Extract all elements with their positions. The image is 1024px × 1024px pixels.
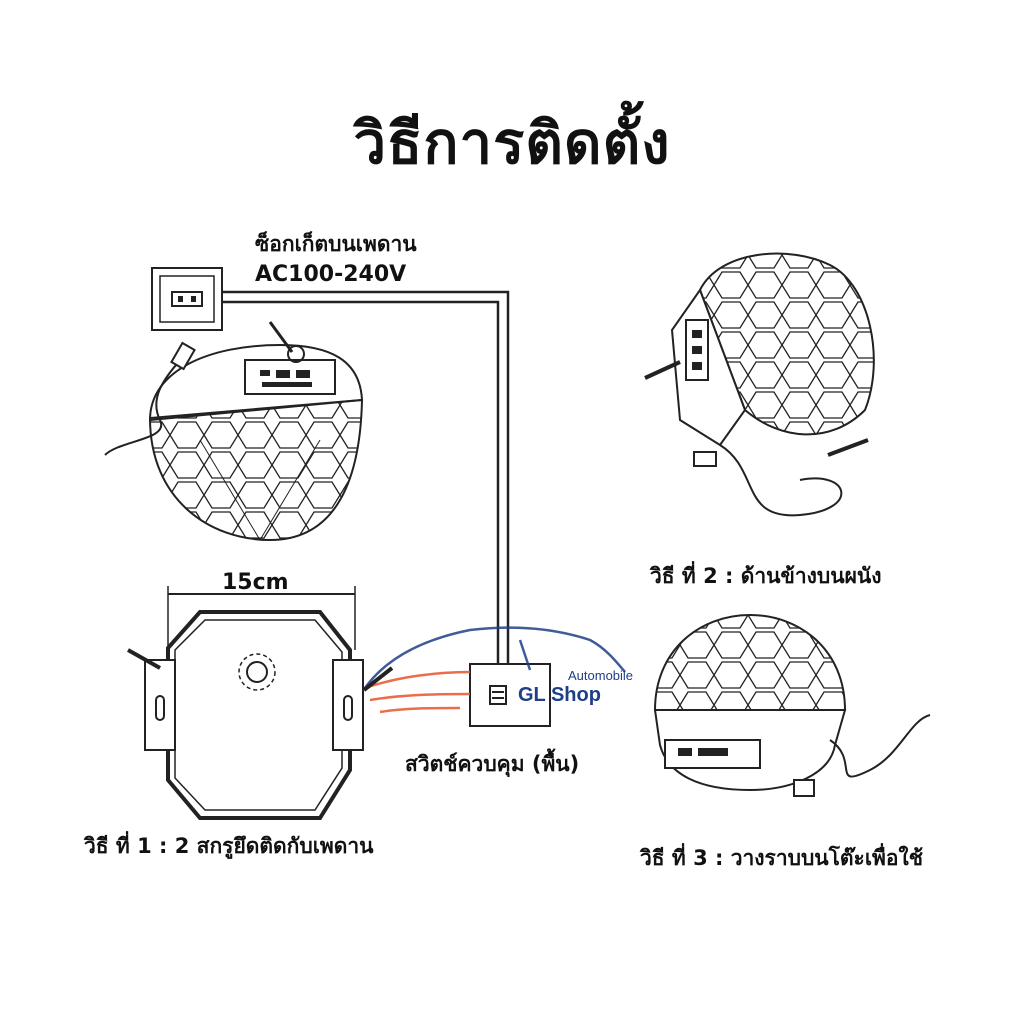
bracket-bottom-view	[127, 586, 394, 820]
tabletop-ball	[653, 613, 931, 797]
watermark-subtitle: Automobile	[568, 668, 634, 683]
socket-label: ซ็อกเก็ตบนเพดาน	[255, 232, 417, 256]
method-2-label: วิธี ที่ 2 : ด้านข้างบนผนัง	[650, 564, 882, 588]
ceiling-mounted-ball	[104, 321, 364, 542]
voltage-label: AC100-240V	[255, 262, 407, 287]
ceiling-socket	[151, 267, 223, 331]
watermark-logo	[363, 626, 626, 714]
power-cable	[222, 290, 510, 668]
page-title: วิธีการติดตั้ง	[353, 109, 671, 177]
switch-label: สวิตช์ควบคุม (พื้น)	[405, 752, 580, 776]
method-1-label: วิธี ที่ 1 : 2 สกรูยึดติดกับเพดาน	[84, 834, 374, 858]
dimension-label: 15cm	[222, 570, 289, 595]
control-switch	[469, 663, 551, 727]
wall-mounted-ball	[644, 252, 875, 517]
method-3-label: วิธี ที่ 3 : วางราบบนโต๊ะเพื่อใช้	[640, 846, 923, 870]
watermark-brand: GL Shop	[518, 684, 601, 706]
